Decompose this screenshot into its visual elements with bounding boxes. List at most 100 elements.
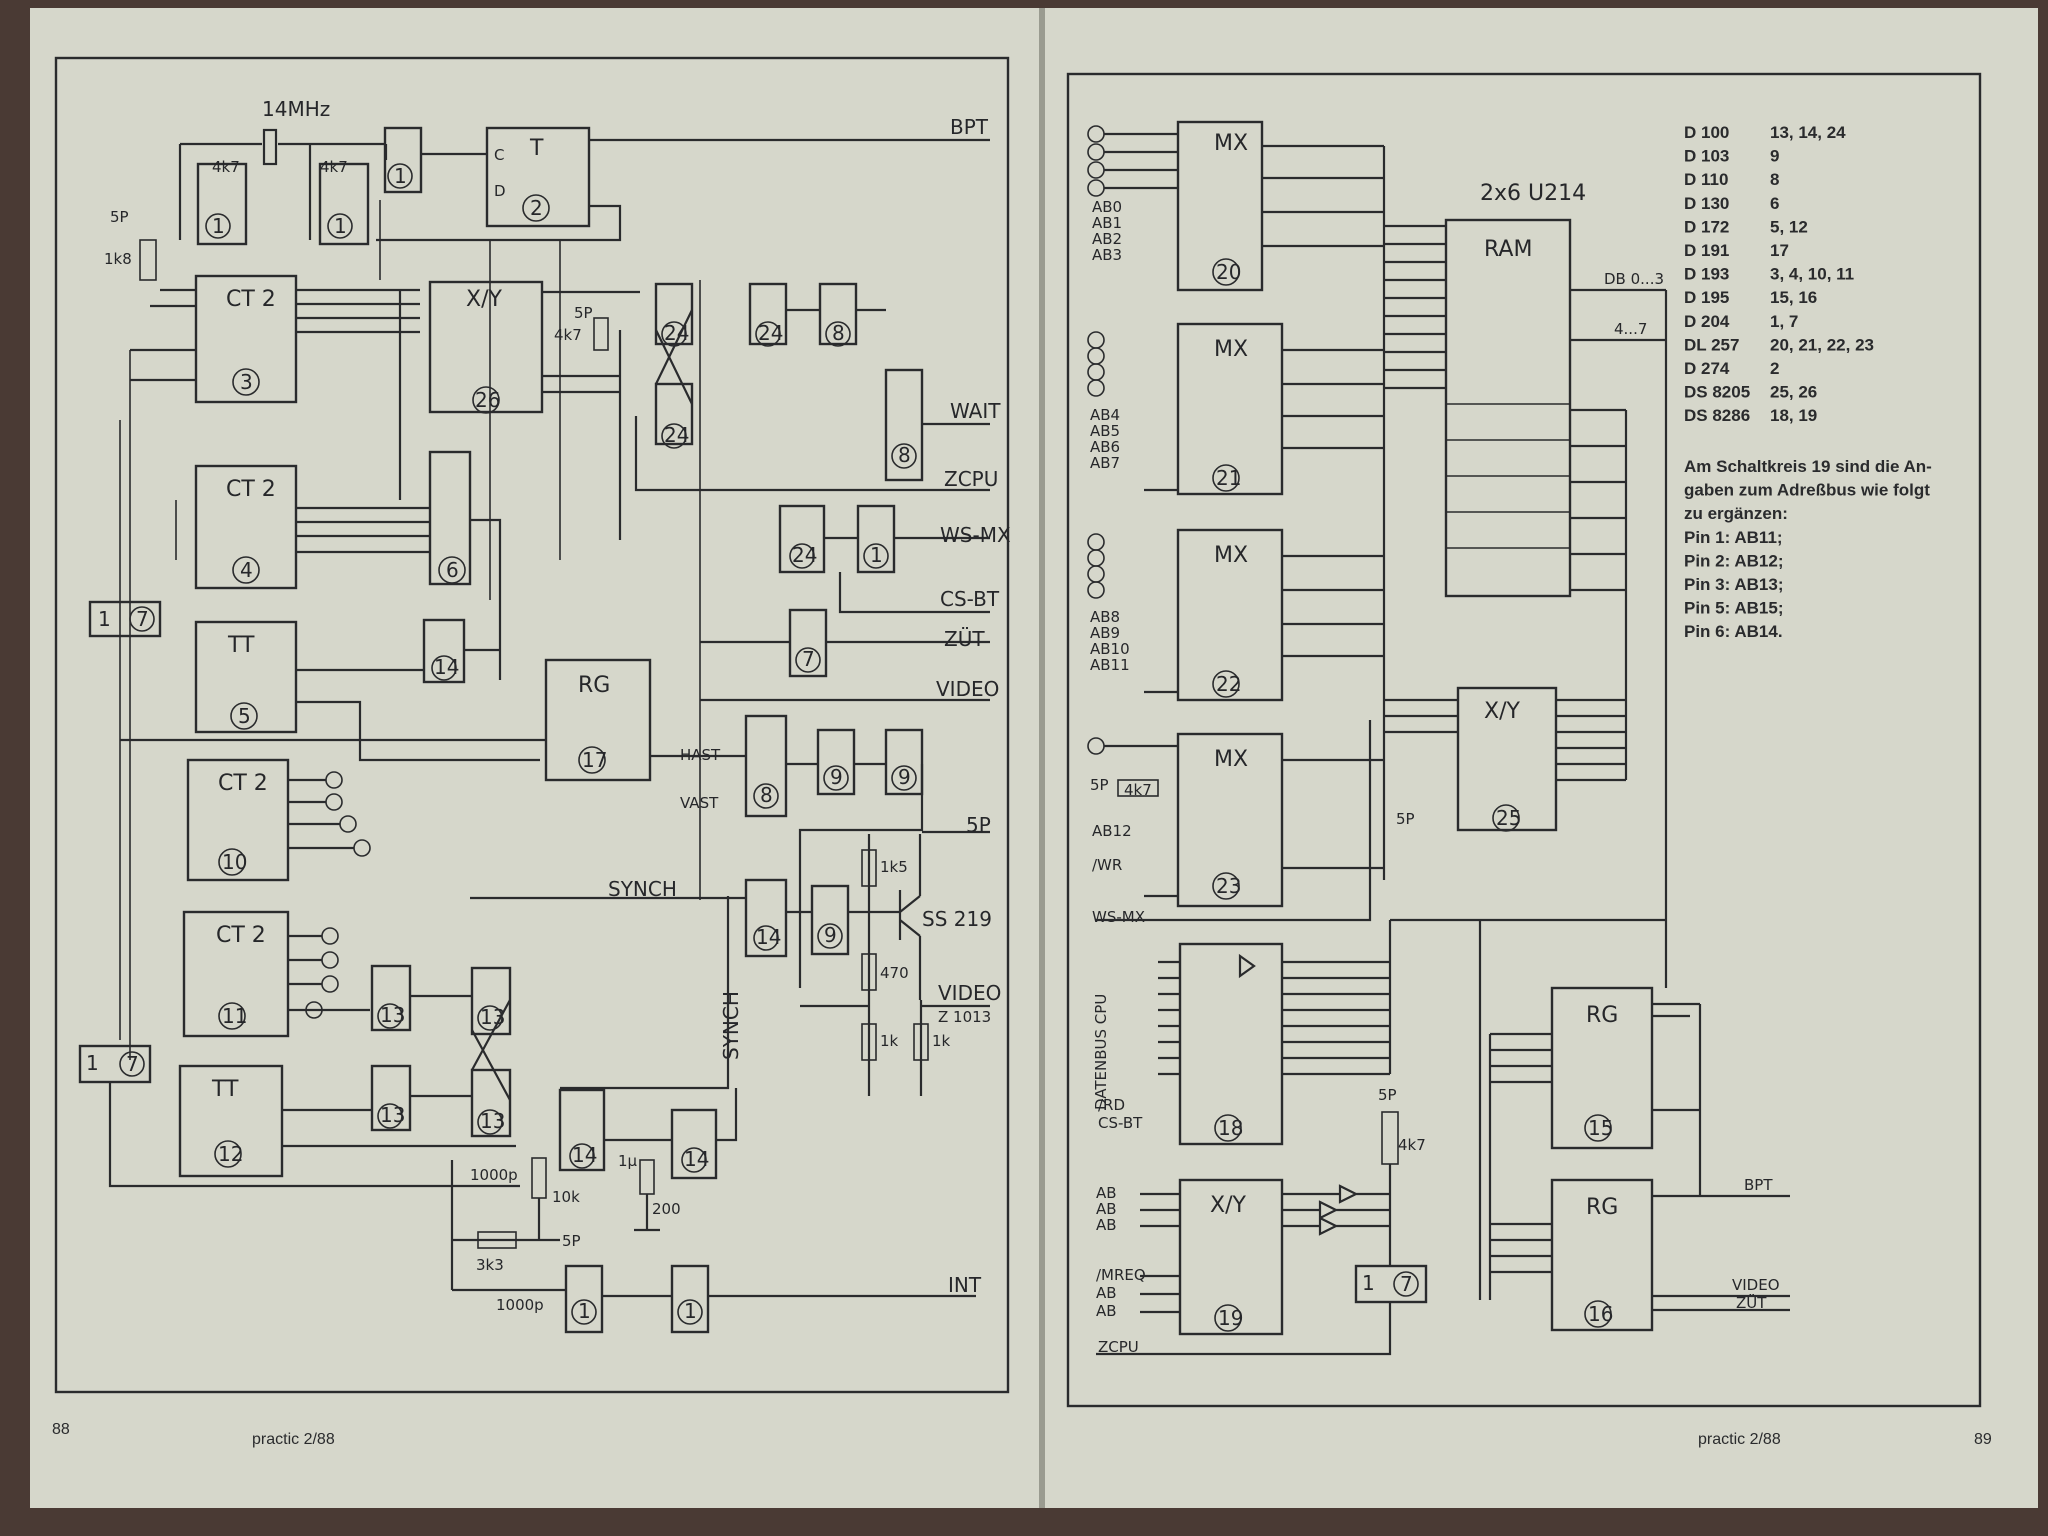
svg-text:AB: AB [1096,1184,1117,1202]
chip-tt-12 [178,1064,284,1178]
gate-7c [78,1044,152,1084]
svg-text:17: 17 [582,748,607,772]
svg-text:ZCPU: ZCPU [1098,1338,1139,1356]
svg-text:1: 1 [684,1299,697,1323]
svg-text:24: 24 [664,423,689,447]
svg-text:AB: AB [1096,1302,1117,1320]
svg-text:19: 19 [1218,1306,1243,1330]
svg-text:AB6: AB6 [1090,438,1120,456]
svg-text:1: 1 [334,214,347,238]
svg-text:AB12: AB12 [1092,822,1132,840]
parts-table-part: D 130 [1684,194,1729,213]
out-video-top: VIDEO [936,677,999,701]
svg-text:T: T [529,136,544,161]
svg-text:3: 3 [240,370,253,394]
svg-text:/MREQ: /MREQ [1096,1266,1146,1284]
parts-table-part: D 274 [1684,359,1730,378]
parts-table-circuits: 25, 26 [1770,383,1817,402]
crystal [262,128,278,166]
svg-text:AB: AB [1096,1200,1117,1218]
out-bpt: BPT [950,115,989,139]
svg-text:5P: 5P [1396,810,1415,828]
svg-text:AB10: AB10 [1090,640,1130,658]
out-int: INT [948,1273,982,1297]
svg-text:/RD: /RD [1098,1096,1125,1114]
note-line: Pin 3: AB13; [1684,575,1784,594]
svg-text:AB11: AB11 [1090,656,1130,674]
svg-text:X/Y: X/Y [1484,699,1520,724]
left-footer: practic 2/88 [252,1431,335,1448]
svg-text:D: D [494,182,506,200]
parts-table-part: DS 8205 [1684,383,1750,402]
svg-text:CS-BT: CS-BT [1098,1114,1143,1132]
note-line: Pin 2: AB12; [1684,551,1784,570]
gate-13d [470,1068,512,1138]
parts-table-circuits: 2 [1770,359,1779,378]
rp-video: VIDEO [1732,1276,1780,1294]
gate-6 [428,450,472,586]
transistor-label: SS 219 [922,907,992,931]
svg-text:21: 21 [1216,466,1241,490]
svg-text:AB4: AB4 [1090,406,1120,424]
svg-text:RG: RG [1586,1195,1618,1220]
svg-text:AB5: AB5 [1090,422,1120,440]
svg-text:22: 22 [1216,672,1241,696]
chip-t-2 [485,126,591,228]
note-line: Pin 6: AB14. [1684,622,1783,641]
svg-text:/WR: /WR [1092,856,1122,874]
chip-mx-22 [1176,528,1284,702]
svg-text:14: 14 [684,1147,709,1171]
svg-text:9: 9 [824,923,837,947]
out-ws-mx: WS-MX [940,523,1011,547]
svg-text:4k7: 4k7 [554,326,582,344]
svg-text:13: 13 [480,1109,505,1133]
svg-text:25: 25 [1496,806,1521,830]
svg-text:AB7: AB7 [1090,454,1120,472]
rp-bpt: BPT [1744,1176,1773,1194]
note-line: zu ergänzen: [1684,504,1788,523]
svg-text:14: 14 [756,925,781,949]
svg-text:1000p: 1000p [470,1166,518,1184]
svg-text:AB: AB [1096,1216,1117,1234]
out-zcpu: ZCPU [944,467,998,491]
chip-rg-17 [544,658,652,782]
clock-label: 14MHz [262,97,330,121]
left-frame [54,56,1010,1394]
svg-text:5P: 5P [1378,1086,1397,1104]
gate-8c [744,714,788,818]
chip-xy-25 [1456,686,1558,832]
svg-text:5P: 5P [1090,776,1109,794]
gate-14c [558,1088,606,1172]
svg-text:AB9: AB9 [1090,624,1120,642]
svg-text:13: 13 [380,1103,405,1127]
parts-table-part: D 204 [1684,312,1730,331]
parts-table-circuits: 3, 4, 10, 11 [1770,265,1854,284]
svg-text:MX: MX [1214,337,1248,362]
gate-1b [318,162,370,246]
svg-text:5: 5 [238,704,251,728]
svg-text:TT: TT [211,1077,239,1102]
svg-text:7: 7 [1400,1272,1413,1296]
svg-text:6: 6 [446,558,459,582]
note-line: Pin 5: AB15; [1684,599,1784,618]
gate-13a [370,964,412,1032]
svg-text:4k7: 4k7 [1124,781,1152,799]
parts-table-circuits: 5, 12 [1770,217,1808,236]
svg-text:7: 7 [126,1052,139,1076]
parts-table-part: D 193 [1684,265,1729,284]
svg-text:1k5: 1k5 [880,858,908,876]
svg-text:4: 4 [240,558,253,582]
gate-24b [654,382,694,446]
datenbus-label: DATENBUS CPU [1092,994,1110,1110]
svg-text:200: 200 [652,1200,681,1218]
right-page [1042,8,2038,1508]
svg-text:24: 24 [792,543,817,567]
svg-text:1000p: 1000p [496,1296,544,1314]
note-line: Am Schaltkreis 19 sind die An- [1684,457,1932,476]
parts-table-part: DS 8286 [1684,406,1750,425]
svg-text:RG: RG [578,673,610,698]
gate-14d [670,1108,718,1180]
ram-label: RAM [1484,237,1532,262]
parts-table-part: D 100 [1684,123,1729,142]
